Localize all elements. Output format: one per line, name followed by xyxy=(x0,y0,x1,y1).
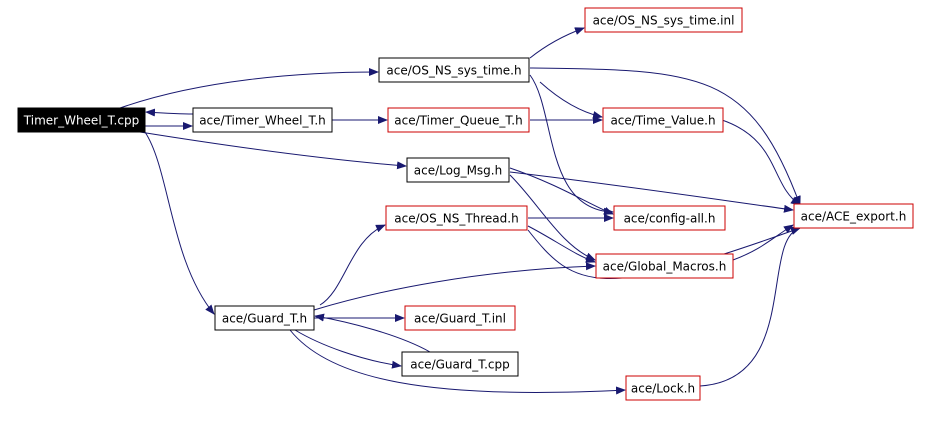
node-label-lock_h: ace/Lock.h xyxy=(631,382,695,396)
node-os_ns_sys_time_inl[interactable]: ace/OS_NS_sys_time.inl xyxy=(584,7,743,33)
nodes-layer: Timer_Wheel_T.cpp ace/Timer_Wheel_T.h ace/… xyxy=(17,7,914,401)
node-global_macros_h[interactable]: ace/Global_Macros.h xyxy=(595,253,734,279)
node-box-lock_h[interactable] xyxy=(625,375,701,401)
node-timer_wheel_h[interactable]: ace/Timer_Wheel_T.h xyxy=(192,107,333,133)
node-guard_t_cpp[interactable]: ace/Guard_T.cpp xyxy=(401,351,519,377)
node-time_value_h[interactable]: ace/Time_Value.h xyxy=(602,107,724,133)
node-box-config_all_h[interactable] xyxy=(613,205,726,231)
node-timer_queue_h[interactable]: ace/Timer_Queue_T.h xyxy=(387,107,530,133)
node-label-global_macros_h: ace/Global_Macros.h xyxy=(603,260,727,274)
edge-global_macros_h-to-ace_export_h xyxy=(732,224,794,261)
node-label-os_ns_sys_time_inl: ace/OS_NS_sys_time.inl xyxy=(593,14,735,28)
node-label-timer_wheel_h: ace/Timer_Wheel_T.h xyxy=(199,114,326,128)
node-box-ace_export_h[interactable] xyxy=(793,203,914,229)
edge-guard_t_h-to-os_ns_thread_h xyxy=(319,224,386,306)
edge-timer_wheel_h-to-timer_wheel_cpp xyxy=(145,108,194,117)
edge-guard_t_h-to-global_macros_h xyxy=(313,262,596,311)
node-box-timer_queue_h[interactable] xyxy=(387,107,530,133)
node-box-os_ns_sys_time_h[interactable] xyxy=(378,57,530,83)
node-box-timer_wheel_h[interactable] xyxy=(192,107,333,133)
node-box-os_ns_thread_h[interactable] xyxy=(385,205,528,231)
node-label-timer_wheel_cpp: Timer_Wheel_T.cpp xyxy=(23,114,139,128)
edge-guard_t_cpp-to-guard_t_h xyxy=(314,313,431,353)
node-label-time_value_h: ace/Time_Value.h xyxy=(610,114,715,128)
node-label-os_ns_sys_time_h: ace/OS_NS_sys_time.h xyxy=(386,64,521,78)
node-box-log_msg_h[interactable] xyxy=(406,157,510,183)
edge-os_ns_sys_time_h-to-ace_export_h xyxy=(529,67,801,206)
edge-time_value_h-to-ace_export_h xyxy=(721,119,801,206)
node-label-guard_t_cpp: ace/Guard_T.cpp xyxy=(410,358,510,372)
node-box-time_value_h[interactable] xyxy=(602,107,724,133)
node-label-guard_t_h: ace/Guard_T.h xyxy=(222,312,307,326)
node-os_ns_thread_h[interactable]: ace/OS_NS_Thread.h xyxy=(385,205,528,231)
edge-timer_wheel_cpp-to-guard_t_h xyxy=(144,131,215,315)
node-label-os_ns_thread_h: ace/OS_NS_Thread.h xyxy=(394,212,518,226)
edge-lock_h-to-ace_export_h xyxy=(699,226,801,387)
edge-os_ns_sys_time_h-to-time_value_h xyxy=(539,81,603,119)
node-guard_t_inl[interactable]: ace/Guard_T.inl xyxy=(404,305,516,331)
edge-os_ns_sys_time_h-to-os_ns_sys_time_inl xyxy=(529,27,585,59)
edge-os_ns_thread_h-to-global_macros_h xyxy=(527,225,596,263)
edge-log_msg_h-to-ace_export_h xyxy=(509,171,794,213)
node-lock_h[interactable]: ace/Lock.h xyxy=(625,375,701,401)
edge-timer_wheel_cpp-to-os_ns_sys_time_h xyxy=(119,68,379,109)
node-box-os_ns_sys_time_inl[interactable] xyxy=(584,7,743,33)
node-box-guard_t_h[interactable] xyxy=(214,305,315,331)
node-box-guard_t_inl[interactable] xyxy=(404,305,516,331)
node-box-global_macros_h[interactable] xyxy=(595,253,734,279)
edge-guard_t_h-to-lock_h xyxy=(289,329,626,395)
node-label-timer_queue_h: ace/Timer_Queue_T.h xyxy=(394,114,522,128)
node-box-timer_wheel_cpp[interactable] xyxy=(17,107,146,133)
node-os_ns_sys_time_h[interactable]: ace/OS_NS_sys_time.h xyxy=(378,57,530,83)
node-label-log_msg_h: ace/Log_Msg.h xyxy=(414,164,502,178)
node-label-ace_export_h: ace/ACE_export.h xyxy=(801,210,907,224)
node-guard_t_h[interactable]: ace/Guard_T.h xyxy=(214,305,315,331)
node-label-guard_t_inl: ace/Guard_T.inl xyxy=(414,312,506,326)
edge-os_ns_sys_time_h-to-config_all_h xyxy=(529,74,614,216)
node-config_all_h[interactable]: ace/config-all.h xyxy=(613,205,726,231)
node-log_msg_h[interactable]: ace/Log_Msg.h xyxy=(406,157,510,183)
node-label-config_all_h: ace/config-all.h xyxy=(624,212,716,226)
node-box-guard_t_cpp[interactable] xyxy=(401,351,519,377)
edge-log_msg_h-to-global_macros_h xyxy=(509,174,596,261)
edge-guard_t_h-to-guard_t_cpp xyxy=(294,329,402,369)
node-ace_export_h[interactable]: ace/ACE_export.h xyxy=(793,203,914,229)
edge-timer_wheel_cpp-to-log_msg_h xyxy=(139,131,407,170)
node-timer_wheel_cpp[interactable]: Timer_Wheel_T.cpp xyxy=(17,107,146,133)
